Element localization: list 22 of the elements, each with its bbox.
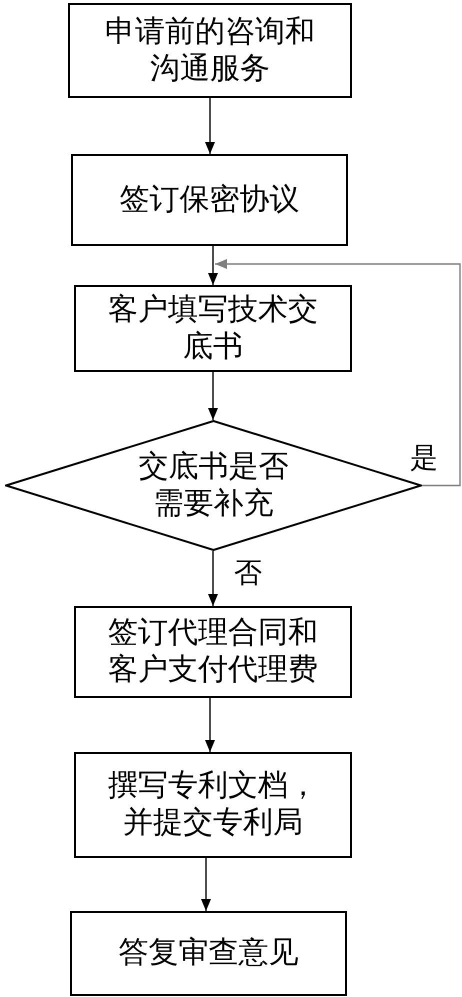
arrow — [201, 858, 211, 911]
arrow — [208, 551, 218, 606]
step-text: 签订代理合同和客户支付代理费 — [107, 615, 319, 689]
process-box — [74, 285, 352, 372]
process-box — [68, 3, 352, 98]
step-text: 答复审查意见 — [118, 935, 298, 972]
decision-text: 交底书是否需要补充 — [138, 448, 290, 522]
edge-label: 否 — [233, 559, 263, 587]
arrow — [208, 372, 218, 420]
process-box — [71, 154, 348, 246]
step-text: 签订保密协议 — [120, 182, 300, 218]
process-box — [70, 911, 347, 996]
step-text: 客户填写技术交底书 — [107, 292, 319, 366]
step-text: 撰写专利文档，并提交专利局 — [107, 768, 319, 842]
arrow — [215, 259, 461, 486]
step-text: 申请前的咨询和沟通服务 — [104, 14, 316, 88]
process-box — [74, 752, 352, 858]
edge-label: 是 — [409, 444, 439, 472]
arrow — [208, 246, 218, 285]
arrow — [205, 98, 215, 154]
arrow — [205, 698, 215, 752]
process-box — [74, 606, 352, 698]
